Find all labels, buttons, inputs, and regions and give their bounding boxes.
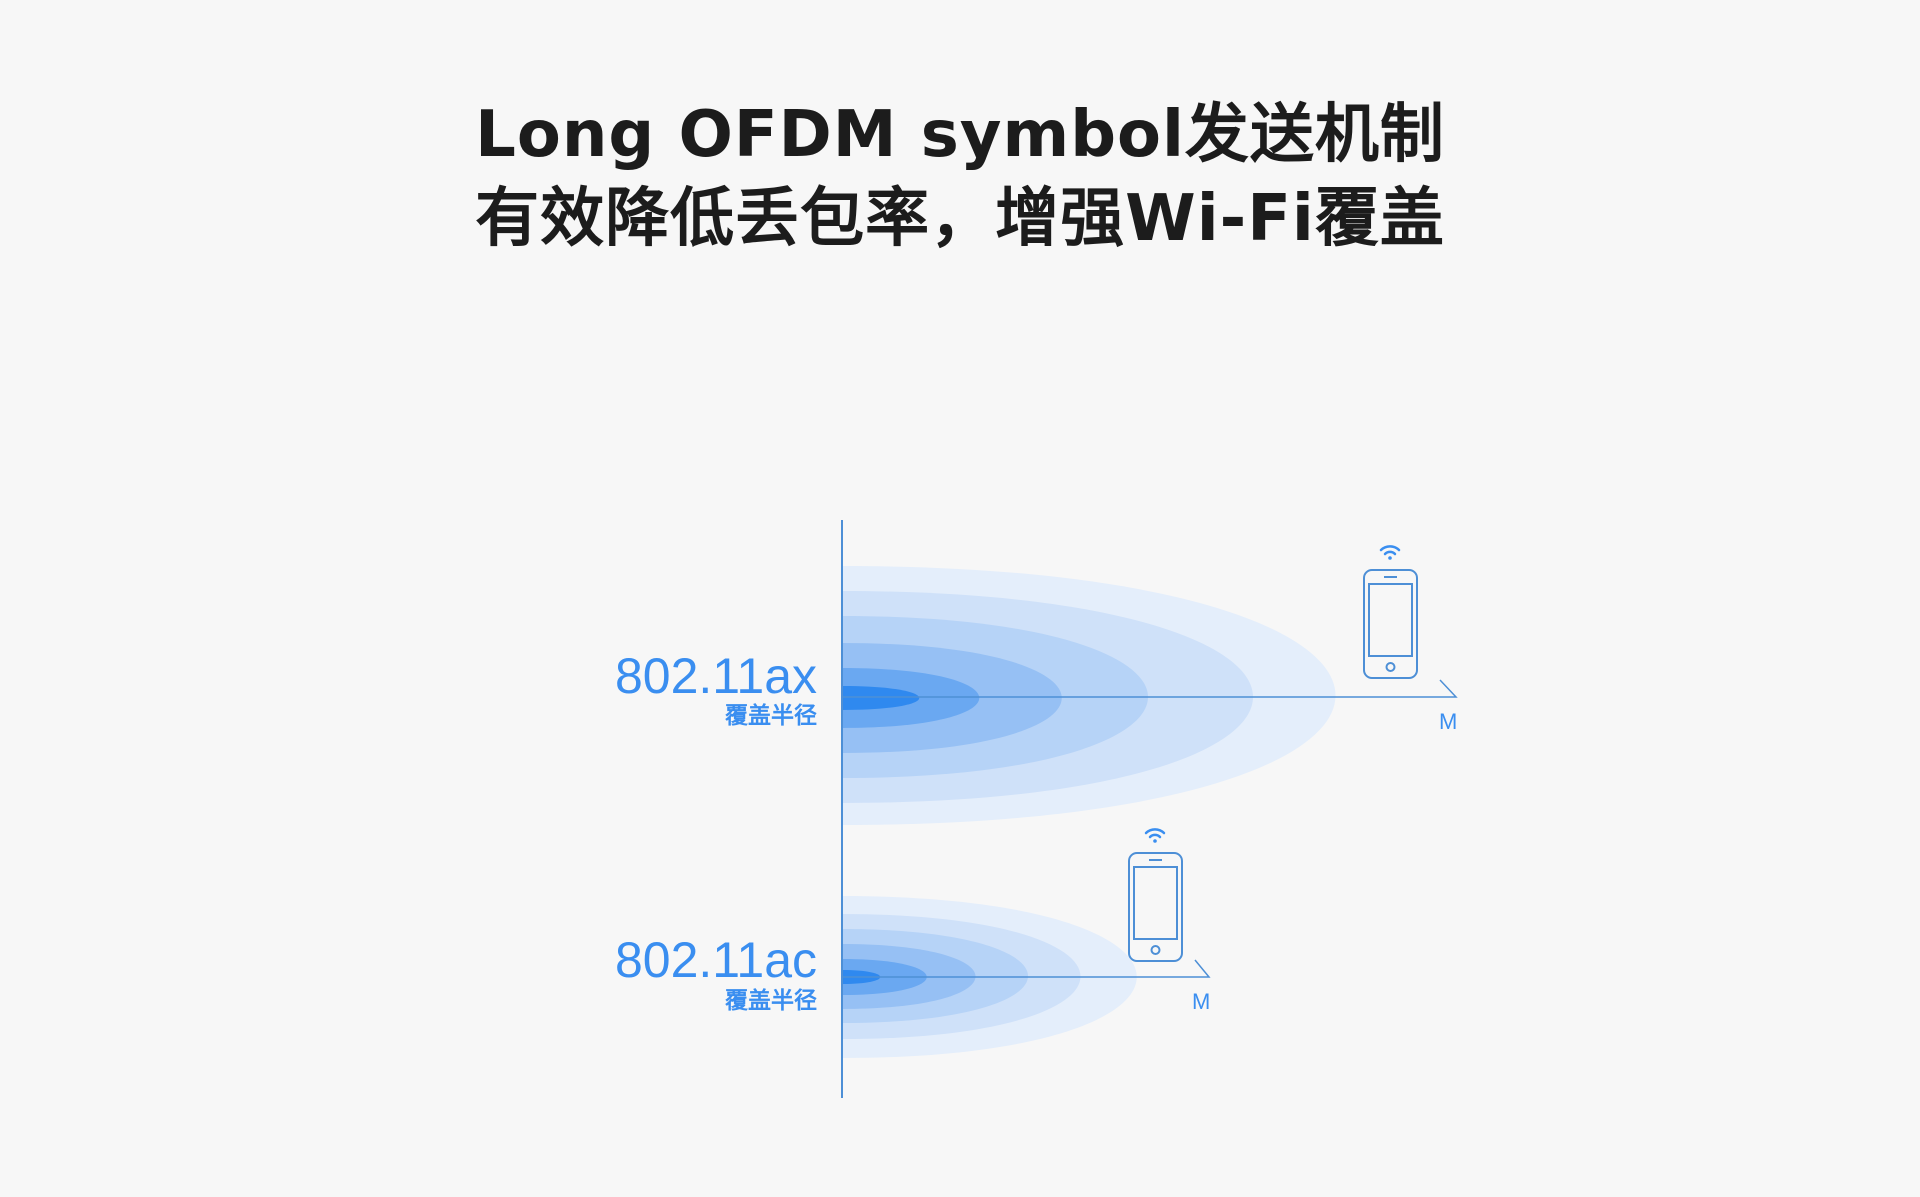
ac-wifi-icon xyxy=(1144,828,1166,843)
ax-standard-label: 802.11ax xyxy=(614,648,817,704)
ax-unit-label: M xyxy=(1439,709,1458,734)
ax-coverage-caption: 覆盖半径 xyxy=(725,703,817,729)
ac-coverage-caption: 覆盖半径 xyxy=(725,988,817,1014)
ac-unit-label: M xyxy=(1192,989,1211,1014)
ax-radius-line xyxy=(842,679,1458,698)
ac-smartphone-icon xyxy=(1128,852,1183,962)
page-subtitle: 有效降低丢包率，增强Wi-Fi覆盖 xyxy=(475,182,1445,256)
ax-coverage-waves xyxy=(842,566,1336,825)
ac-radius-line xyxy=(842,959,1211,978)
ax-wave-6 xyxy=(842,686,920,710)
ac-standard-label: 802.11ac xyxy=(614,932,817,988)
page-title: Long OFDM symbol发送机制 xyxy=(475,98,1445,172)
ax-wifi-icon xyxy=(1379,545,1401,560)
ax-smartphone-icon xyxy=(1363,569,1418,679)
